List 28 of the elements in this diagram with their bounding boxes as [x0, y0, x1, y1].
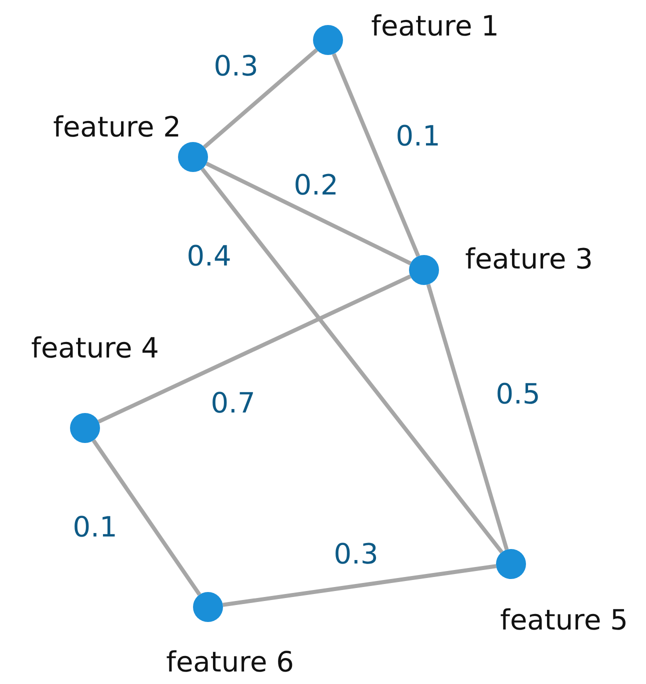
connector-line — [98, 274, 412, 424]
feature-node — [178, 142, 208, 172]
feature-node — [313, 25, 343, 55]
feature-node — [496, 549, 526, 579]
node-label: feature 4 — [31, 332, 159, 364]
edge-label: 0.7 — [210, 386, 256, 420]
node-label: feature 6 — [166, 646, 294, 678]
feature-node — [193, 592, 223, 622]
node-label: feature 1 — [371, 10, 499, 42]
feature-node — [409, 255, 439, 285]
connector-line — [200, 168, 504, 554]
connector-line — [92, 439, 202, 596]
node-label: feature 2 — [53, 110, 181, 144]
node-label: feature 3 — [465, 242, 593, 276]
edge-label: 0.1 — [396, 120, 440, 152]
edge-label: 0.4 — [186, 240, 232, 272]
edge-label: 0.1 — [72, 510, 118, 544]
edge-label: 0.3 — [334, 538, 378, 570]
edge-label: 0.3 — [214, 50, 258, 82]
connector-line — [222, 564, 496, 607]
connector-line — [426, 284, 509, 550]
edge-label: 0.5 — [496, 378, 540, 410]
edge-label: 0.2 — [294, 168, 338, 202]
node-label: feature 5 — [500, 604, 628, 636]
feature-node — [70, 413, 100, 443]
connector-line — [203, 48, 318, 149]
connector-line — [206, 162, 412, 266]
connector-line — [332, 53, 420, 257]
